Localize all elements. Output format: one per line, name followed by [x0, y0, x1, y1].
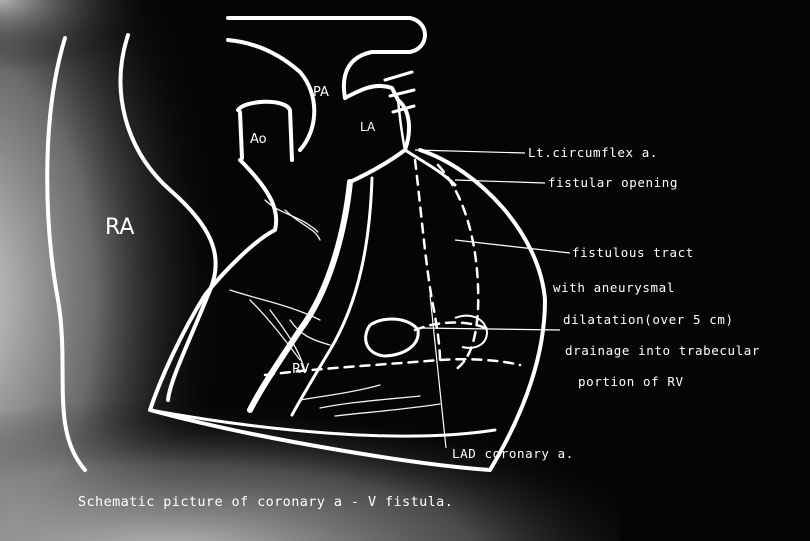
label-la: LA — [360, 120, 375, 134]
annotation-portion-rv: portion of RV — [578, 374, 684, 389]
annotation-drainage: drainage into trabecular — [565, 343, 760, 358]
annotation-lad: LAD coronary a. — [452, 446, 574, 461]
annotation-aneurysmal: with aneurysmal — [553, 280, 675, 295]
figure-caption: Schematic picture of coronary a - V fist… — [78, 494, 453, 510]
annotation-circumflex: Lt.circumflex a. — [528, 145, 658, 160]
label-ra: RA — [105, 215, 134, 240]
label-pa: PA — [313, 85, 329, 100]
annotation-dilatation: dilatation(over 5 cm) — [563, 312, 734, 327]
annotation-fistulous-tract: fistulous tract — [572, 245, 694, 260]
annotation-fistular-opening: fistular opening — [548, 175, 678, 190]
label-ao: Ao — [250, 132, 267, 147]
label-rv: RV — [292, 362, 309, 377]
